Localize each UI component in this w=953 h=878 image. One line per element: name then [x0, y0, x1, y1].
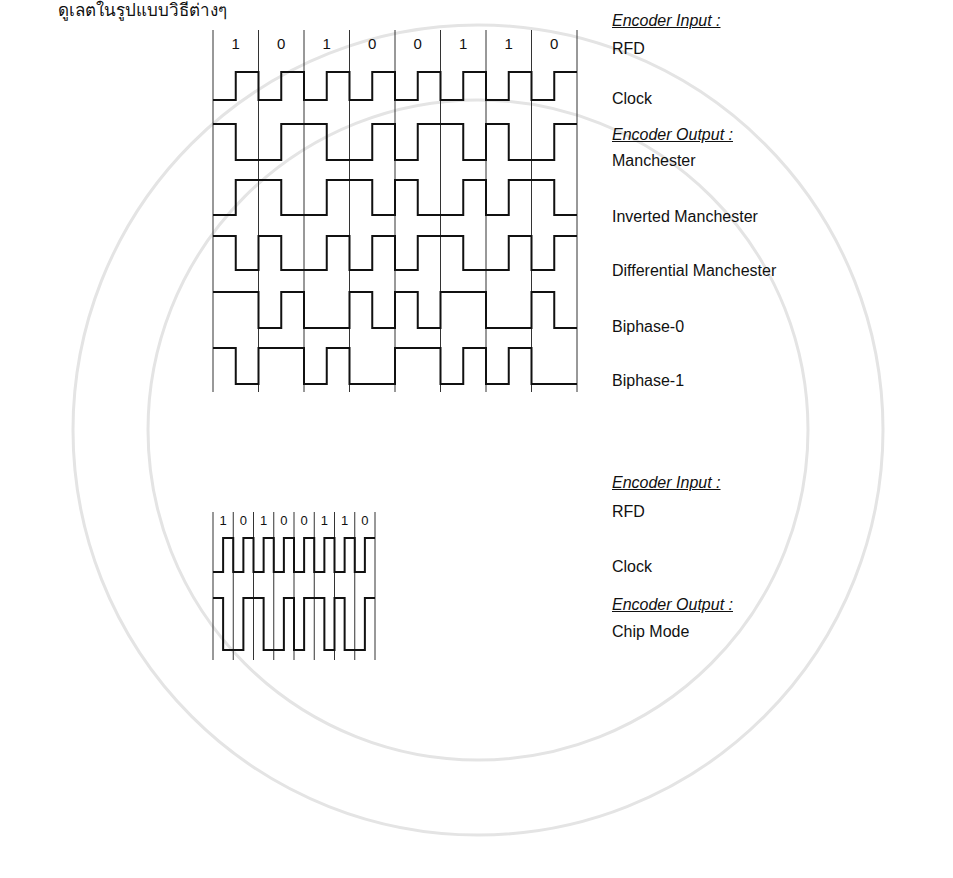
- differential-manchester-wave: [213, 236, 577, 270]
- signal-name: Chip Mode: [612, 623, 689, 641]
- manchester-wave: [213, 124, 577, 160]
- biphase-0-wave: [213, 292, 577, 328]
- waveforms: [213, 72, 577, 650]
- grid-line: [253, 512, 254, 660]
- bit-value: 0: [277, 36, 285, 53]
- section-heading: Encoder Output :: [612, 126, 733, 144]
- bit-value: 1: [341, 514, 348, 528]
- signal-name: Clock: [612, 558, 652, 576]
- signal-name: Differential Manchester: [612, 262, 776, 280]
- bit-grid: [213, 30, 577, 660]
- signal-name: RFD: [612, 40, 645, 58]
- bit-value: 1: [220, 514, 227, 528]
- grid-line: [213, 30, 214, 392]
- inverted-manchester-wave: [213, 180, 577, 215]
- section-heading: Encoder Input :: [612, 12, 721, 30]
- grid-line: [213, 512, 214, 660]
- bit-value: 0: [280, 514, 287, 528]
- signal-name: Inverted Manchester: [612, 208, 758, 226]
- signal-name: RFD: [612, 503, 645, 521]
- bit-value: 1: [459, 36, 467, 53]
- bit-value: 1: [321, 514, 328, 528]
- signal-name: Clock: [612, 90, 652, 108]
- grid-line: [375, 512, 376, 660]
- bit-value: 1: [260, 514, 267, 528]
- grid-line: [314, 512, 315, 660]
- page-heading: ดูเลตในรูปแบบวิธีต่างๆ: [58, 2, 227, 21]
- grid-line: [577, 30, 578, 392]
- clock-wave: [213, 538, 375, 572]
- bit-value: 0: [361, 514, 368, 528]
- chip-mode-wave: [213, 598, 375, 650]
- grid-line: [233, 512, 234, 660]
- section-heading: Encoder Input :: [612, 474, 721, 492]
- bit-value: 0: [414, 36, 422, 53]
- bit-value: 0: [240, 514, 247, 528]
- bit-value: 0: [550, 36, 558, 53]
- bit-value: 1: [505, 36, 513, 53]
- section-heading: Encoder Output :: [612, 596, 733, 614]
- grid-line: [273, 512, 274, 660]
- bit-value: 1: [323, 36, 331, 53]
- bit-value: 0: [301, 514, 308, 528]
- biphase-1-wave: [213, 348, 577, 384]
- seal-watermark: [73, 25, 883, 835]
- bit-value: 0: [368, 36, 376, 53]
- signal-name: Biphase-1: [612, 372, 684, 390]
- signal-name: Biphase-0: [612, 318, 684, 336]
- bit-value: 1: [232, 36, 240, 53]
- signal-name: Manchester: [612, 152, 696, 170]
- grid-line: [354, 512, 355, 660]
- clock-wave: [213, 72, 577, 100]
